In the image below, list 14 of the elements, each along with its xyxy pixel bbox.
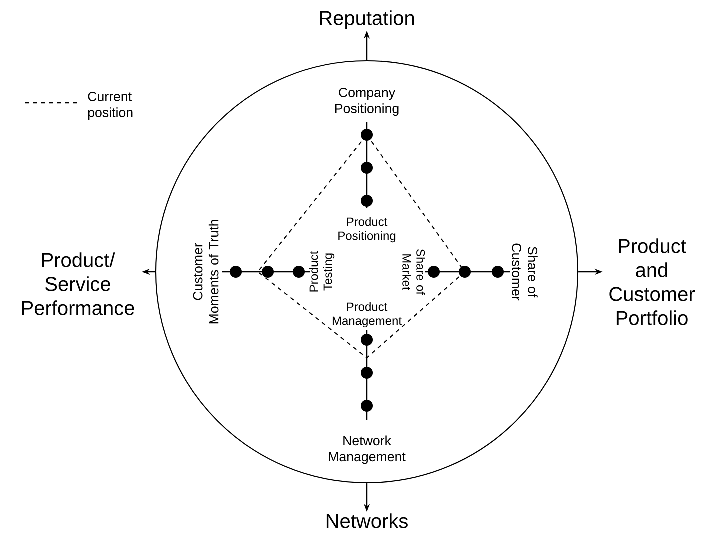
outer-circle (155, 60, 579, 484)
axis-label: Customer Moments of Truth (193, 220, 219, 324)
axis-label: Product Management (332, 302, 402, 328)
axis-label: Network Management (329, 436, 406, 464)
axis-label: Networks (326, 514, 408, 528)
axis-label: Product and Customer Portfolio (610, 238, 695, 326)
legend-label: Current position (88, 92, 133, 120)
axis-label: Share of Market (402, 250, 426, 296)
axis-label: Product/ Service Performance (22, 252, 134, 316)
axis-label: Share of Customer (512, 244, 538, 301)
axis-label: Product Testing (309, 251, 335, 292)
axis-label: Product Positioning (338, 217, 396, 243)
axis-label: Company Positioning (335, 88, 399, 116)
axis-label: Reputation (320, 10, 414, 30)
